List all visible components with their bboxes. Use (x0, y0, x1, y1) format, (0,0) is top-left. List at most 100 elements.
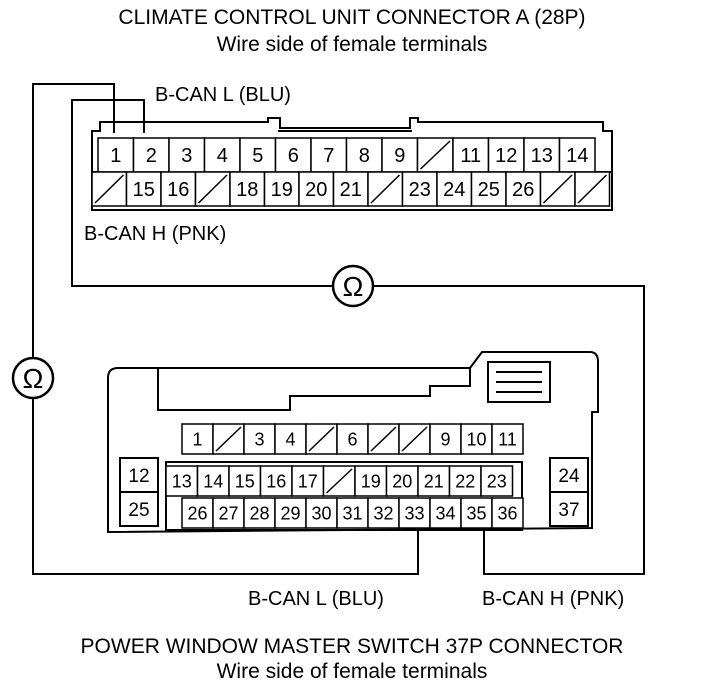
pin-cell (263, 171, 300, 207)
empty-pin-slash (577, 174, 608, 204)
ohmmeter-right: Ω (331, 264, 375, 308)
pin-cell (181, 423, 214, 455)
wires (32, 83, 645, 575)
pin-cell (229, 171, 266, 207)
pin-12: 12 (128, 466, 149, 487)
empty-pin-slash (325, 468, 353, 494)
empty-pin-slash (370, 174, 401, 204)
pin-cell (460, 497, 493, 529)
pin-cell (381, 137, 419, 173)
pin-cell (487, 137, 525, 173)
pin-9: 9 (394, 145, 405, 167)
pin-32: 32 (373, 503, 393, 523)
pin-22: 22 (455, 471, 475, 491)
pin-cell (274, 137, 312, 173)
pin-4: 4 (285, 429, 295, 449)
empty-pin-slash (542, 174, 573, 204)
pin-cell (367, 497, 400, 529)
pin-11: 11 (460, 145, 481, 167)
pin-18: 18 (236, 179, 258, 201)
pin-27: 27 (218, 503, 238, 523)
pin-30: 30 (311, 503, 331, 523)
bottom-connector-subtitle: Wire side of female terminals (216, 660, 488, 683)
pin-cell (274, 423, 307, 455)
pin-5: 5 (252, 145, 263, 167)
pin-cell (243, 497, 276, 529)
pin-cell (436, 171, 473, 207)
pin-21: 21 (424, 471, 444, 491)
pin-cell (196, 465, 230, 497)
pin-cell (332, 171, 369, 207)
pin-20: 20 (392, 471, 412, 491)
pin-33: 33 (404, 503, 424, 523)
pin-13: 13 (172, 471, 192, 491)
pin-cell (160, 171, 197, 207)
pin-1: 1 (192, 429, 202, 449)
pin-cell (505, 171, 542, 207)
pin-cell (460, 423, 493, 455)
pin-cell (523, 137, 561, 173)
empty-pin-slash (215, 426, 242, 452)
pin-cell (448, 465, 482, 497)
top-connector-subtitle: Wire side of female terminals (216, 33, 488, 56)
pin-cell (168, 137, 206, 173)
pin-31: 31 (342, 503, 362, 523)
pin-3: 3 (181, 145, 192, 167)
pin-15: 15 (235, 471, 255, 491)
pin-26: 26 (187, 503, 207, 523)
pin-6: 6 (347, 429, 357, 449)
pin-cell (398, 497, 431, 529)
pin-cell (345, 137, 383, 173)
pin-23: 23 (487, 471, 507, 491)
power-window-connector (107, 351, 599, 534)
pin-4: 4 (217, 145, 228, 167)
pin-cell (491, 423, 524, 455)
pin-cell (480, 465, 514, 497)
ohm-symbol: Ω (23, 363, 44, 394)
pin-13: 13 (531, 145, 553, 167)
pin-cell (336, 423, 369, 455)
bottom-b-can-l-label: B-CAN L (BLU) (248, 588, 384, 610)
pin-2: 2 (146, 145, 157, 167)
pin-cell (228, 465, 262, 497)
pin-24: 24 (558, 466, 580, 487)
pin-15: 15 (133, 179, 155, 201)
pin-cell (181, 497, 214, 529)
pin-35: 35 (466, 503, 486, 523)
pin-29: 29 (280, 503, 300, 523)
empty-pin-slash (197, 174, 228, 204)
pin-8: 8 (359, 145, 370, 167)
pin-19: 19 (271, 179, 293, 201)
pin-6: 6 (288, 145, 299, 167)
pin-28: 28 (249, 503, 269, 523)
pin-37: 37 (558, 500, 579, 521)
pin-36: 36 (497, 503, 517, 523)
pin-cell (429, 497, 462, 529)
pin-12: 12 (495, 145, 517, 167)
pin-cell (97, 137, 135, 173)
bottom-connector-title: POWER WINDOW MASTER SWITCH 37P CONNECTOR (80, 635, 624, 658)
pin-cell (385, 465, 419, 497)
pin-cell (212, 497, 245, 529)
pin-25: 25 (128, 500, 149, 521)
pin-11: 11 (498, 429, 517, 449)
pin-16: 16 (266, 471, 286, 491)
bottom-b-can-h-label: B-CAN H (PNK) (482, 588, 625, 610)
pin-cell (125, 171, 162, 207)
empty-pin-slash (94, 174, 125, 204)
pin-cell (259, 465, 293, 497)
pin-19: 19 (361, 471, 381, 491)
bottom-left-pins: 12 25 (128, 466, 149, 521)
empty-pin-slash (308, 426, 335, 452)
bottom-right-pins: 24 37 (558, 466, 580, 521)
pin-14: 14 (566, 145, 588, 167)
pin-21: 21 (340, 179, 362, 201)
pin-cell (417, 465, 451, 497)
